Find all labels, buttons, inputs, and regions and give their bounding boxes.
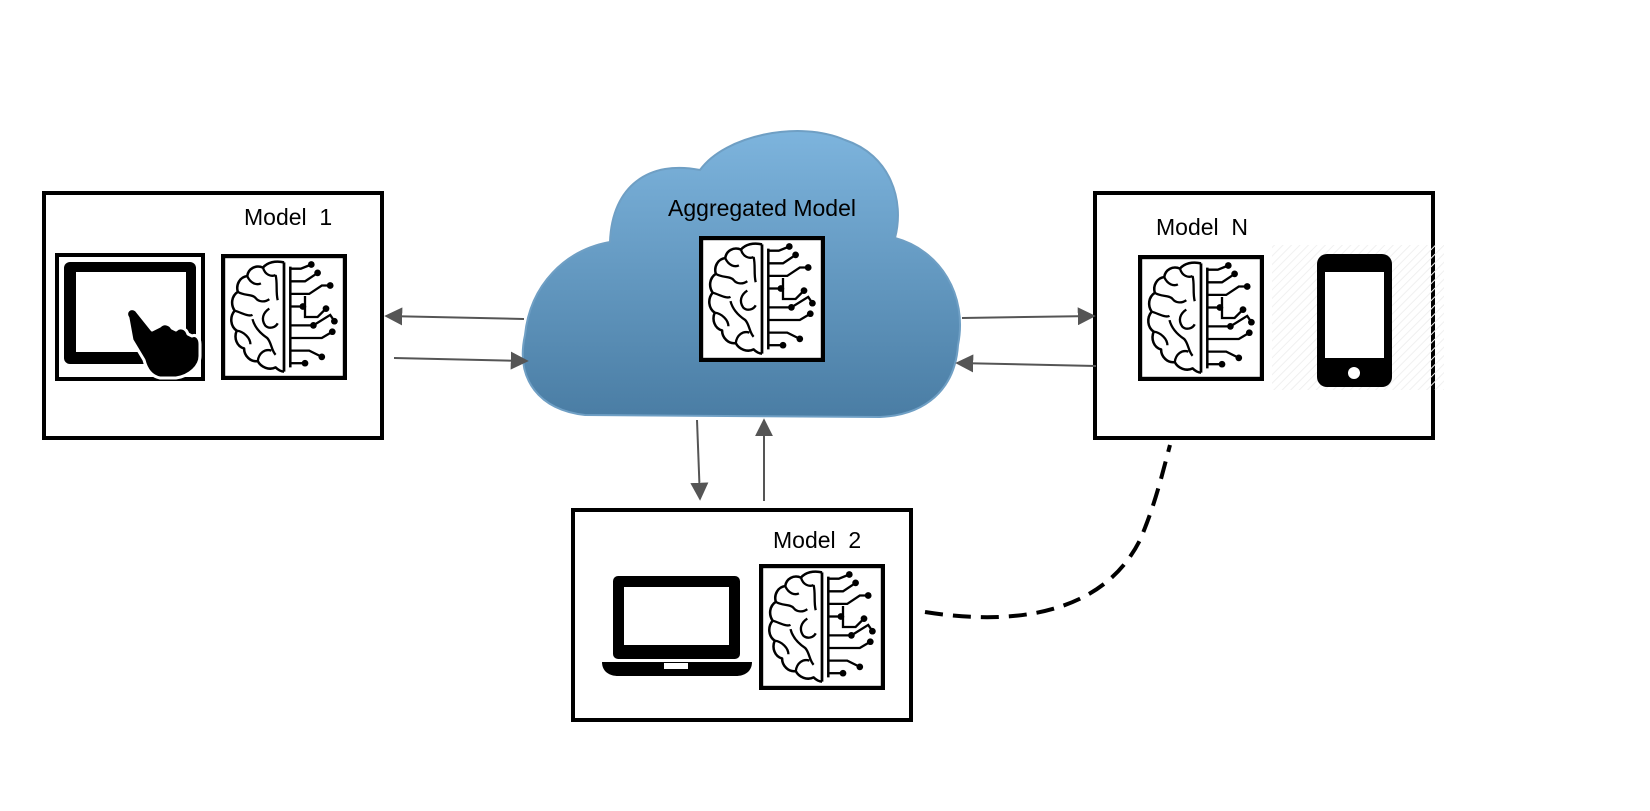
arrow-cloud-to-model-n <box>961 307 1096 326</box>
client-model-2: Model 2 <box>571 508 913 722</box>
client-model-n: Model N <box>1093 191 1444 440</box>
cloud-server: Aggregated Model <box>521 130 961 419</box>
arrow-model-1-to-cloud <box>393 351 529 370</box>
model-1-label: Model 1 <box>244 204 332 230</box>
model-1-brain-icon <box>223 256 345 378</box>
model-n-label: Model N <box>1156 214 1248 240</box>
arrow-model-n-to-cloud <box>955 354 1097 373</box>
laptop-icon <box>602 576 752 676</box>
client-model-1: Model 1 <box>42 191 384 440</box>
arrow-cloud-to-model-1 <box>384 307 525 326</box>
cloud-label: Aggregated Model <box>668 195 856 221</box>
smartphone-icon <box>1317 254 1392 387</box>
aggregated-model-brain-icon <box>701 238 823 360</box>
communication-arrows <box>384 307 1097 501</box>
model-2-label: Model 2 <box>773 527 861 553</box>
model-n-brain-icon <box>1140 257 1262 379</box>
peer-connection-dashed-line <box>924 444 1172 620</box>
arrow-cloud-to-model-2 <box>690 419 709 501</box>
model-2-brain-icon <box>761 566 883 688</box>
tablet-touch-icon <box>55 253 205 381</box>
